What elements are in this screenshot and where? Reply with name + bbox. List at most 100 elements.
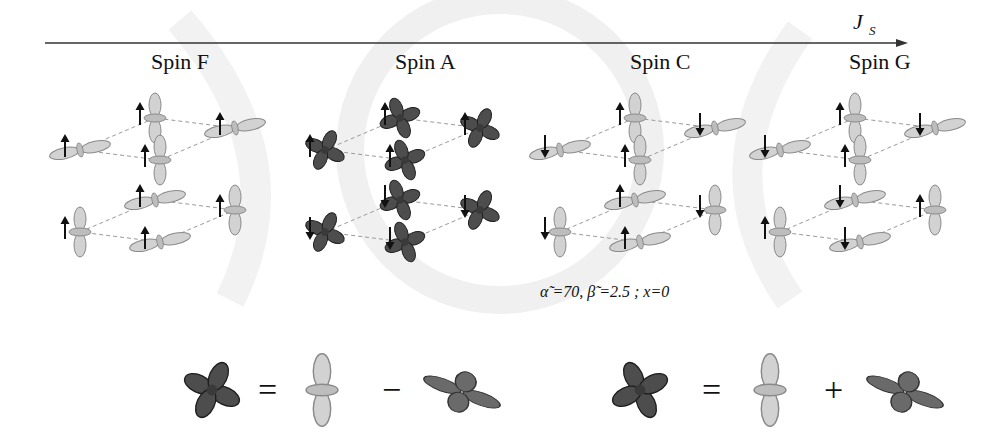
orbital-ring [849, 156, 871, 164]
orbital-lobe [854, 161, 866, 185]
axis-arrowhead [896, 39, 908, 47]
spin-arrowhead [541, 232, 550, 240]
spin-arrowhead [141, 144, 150, 152]
spin-panel [48, 93, 267, 257]
spin-arrow [144, 232, 146, 249]
dz2-orbital [849, 135, 871, 185]
orbital-core [395, 195, 405, 205]
dz2-orbital [149, 135, 171, 185]
spin-arrow [139, 108, 141, 125]
watermark-ring [350, 0, 650, 300]
spin-arrowhead [841, 144, 850, 152]
spin-arrow [389, 150, 391, 167]
spin-arrowhead [306, 134, 315, 142]
dx2-orbital [903, 115, 967, 142]
spin-arrowhead [916, 194, 925, 202]
spin-arrowhead [386, 242, 395, 250]
mixed-orbital [378, 215, 432, 269]
orbital-ring [844, 114, 866, 122]
spin-arrow [464, 195, 466, 212]
orbital-core [475, 205, 485, 215]
orbital-ring [69, 228, 91, 236]
spin-arrowhead [61, 216, 70, 224]
orbital-lobe [929, 185, 941, 209]
spin-arrow [144, 150, 146, 167]
dx2-orbital [128, 229, 192, 256]
orbital-ring [851, 193, 860, 208]
orbital-ring [711, 121, 720, 136]
dz2-orbital [704, 185, 726, 235]
orbital-ring [629, 156, 651, 164]
spin-arrowhead [461, 112, 470, 120]
spin-arrow [764, 135, 766, 152]
orbital-lobe [629, 93, 641, 117]
spin-arrow [624, 150, 626, 167]
spin-arrow [309, 217, 311, 234]
spin-arrowhead [136, 184, 145, 192]
orbital-ring [636, 235, 645, 250]
orbital-lobe [634, 161, 646, 185]
spin-arrow [384, 108, 386, 125]
orbital-ring [231, 121, 240, 136]
lattice-bond [780, 118, 935, 160]
dz2-orbital [69, 207, 91, 257]
spin-arrow [544, 135, 546, 152]
orbital-ring [151, 193, 160, 208]
spin-arrowhead [621, 144, 630, 152]
dx2-orbital [528, 137, 592, 164]
orbital-ring [856, 235, 865, 250]
orbital-ring [769, 228, 791, 236]
spin-arrow [839, 185, 841, 202]
orbital-core [205, 383, 219, 397]
orbital-lobe [160, 230, 192, 247]
spin-arrow [844, 227, 846, 244]
orbital-lobe [74, 207, 86, 231]
mixed-orbital [297, 122, 353, 178]
orbital-lobe [313, 391, 330, 426]
orbital-lobe [313, 354, 330, 389]
dz2-orbital [549, 207, 571, 257]
orbital-lobe [154, 161, 166, 185]
dz2-orbital [144, 93, 166, 143]
dx2-orbital [603, 187, 667, 214]
panel-title: Spin A [395, 50, 456, 74]
orbital-equation [173, 351, 951, 430]
spin-arrow [139, 190, 141, 207]
orbital-lobe [235, 116, 267, 133]
spin-arrowhead [61, 134, 70, 142]
spin-arrow [219, 118, 221, 135]
orbital-lobe [860, 230, 892, 247]
orbital-ring [224, 206, 246, 214]
spin-arrow [309, 140, 311, 157]
dz2-orbital [754, 354, 786, 427]
spin-arrowhead [696, 128, 705, 136]
orbital-lobe [554, 233, 566, 257]
dx2y2-orbital [417, 359, 507, 426]
orbital-lobe [715, 116, 747, 133]
mixed-orbital [452, 100, 508, 156]
spin-arrow [839, 108, 841, 125]
panel-title: Spin G [849, 50, 911, 74]
orbital-lobe [229, 185, 241, 209]
orbital-lobe [74, 233, 86, 257]
plus-sign: + [824, 371, 843, 408]
orbital-ring [924, 206, 946, 214]
panel-title: Spin F [151, 50, 209, 74]
spin-arrow [384, 185, 386, 202]
spin-arrowhead [136, 102, 145, 110]
spin-arrowhead [381, 102, 390, 110]
orbital-lobe [849, 93, 861, 117]
spin-arrow [699, 113, 701, 130]
spin-panel [528, 93, 747, 257]
mixed-orbital [601, 351, 680, 430]
orbital-ring [149, 156, 171, 164]
orbital-lobe [895, 369, 922, 395]
orbital-lobe [640, 230, 672, 247]
dz2-orbital [844, 93, 866, 143]
equals-sign: = [258, 371, 277, 408]
axis-symbol: J [853, 10, 863, 34]
panel-title: Spin C [630, 50, 691, 74]
dx2-orbital [823, 187, 887, 214]
orbital-ring [776, 143, 785, 158]
